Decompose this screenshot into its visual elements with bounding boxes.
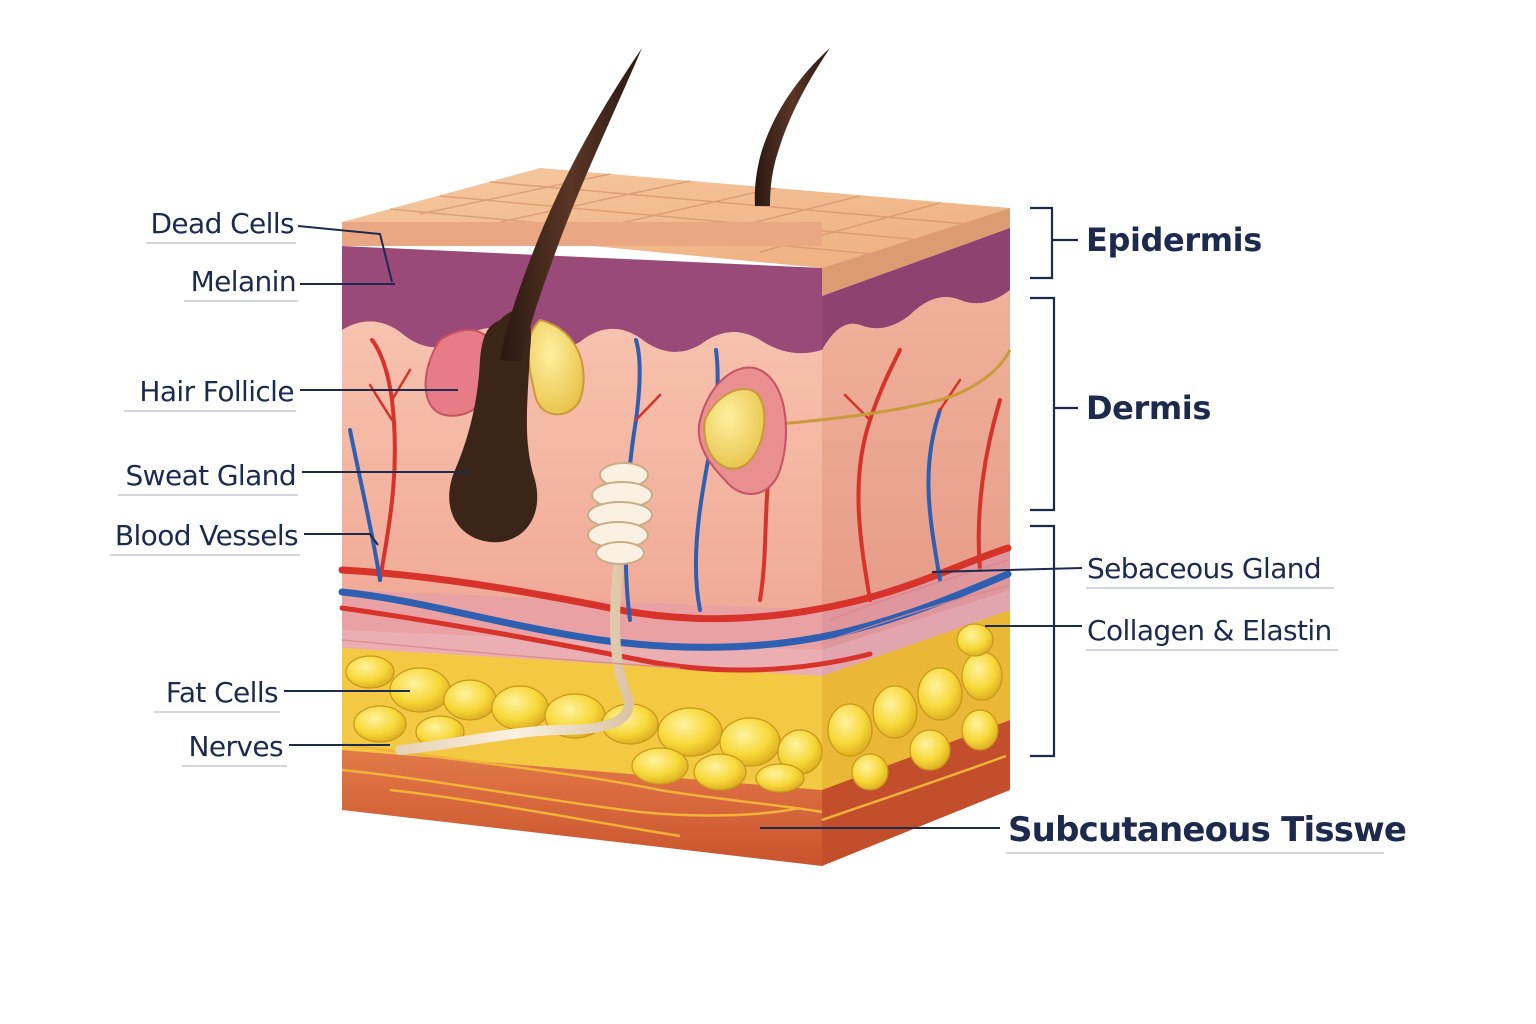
hair-follicle (449, 310, 538, 543)
nerve-fibers (341, 742, 1007, 838)
label-text: Fat Cells (166, 676, 278, 709)
layer-label-dermis: Dermis (1086, 389, 1211, 427)
label-text: Hair Follicle (139, 375, 294, 408)
sweat-gland (395, 462, 653, 755)
label-text: Blood Vessels (115, 519, 298, 552)
label-sebaceous-gland: Sebaceous Gland (931, 552, 1334, 589)
label-text: Sweat Gland (126, 459, 297, 492)
label-fat-cells: Fat Cells (154, 676, 410, 713)
subcutaneous-front (342, 750, 822, 866)
label-collagen-elastin: Collagen & Elastin (985, 614, 1338, 651)
skin-block (338, 48, 1012, 866)
fat-cells-cluster (345, 623, 1003, 793)
label-text: Dead Cells (150, 207, 294, 240)
blood-vessel-network (338, 338, 1012, 673)
epidermis-front (342, 222, 822, 246)
dermis-side (822, 290, 1010, 650)
label-sweat-gland: Sweat Gland (118, 459, 470, 496)
hair-shaft-left (500, 48, 642, 362)
subcutaneous-side (822, 720, 1010, 866)
dermal-nerve (769, 349, 1012, 427)
label-blood-vessels: Blood Vessels (110, 519, 379, 556)
label-text: Melanin (191, 265, 296, 298)
fat-layer-side (822, 610, 1010, 792)
epidermis-side (822, 208, 1010, 296)
sebaceous-gland-right (697, 366, 787, 495)
bracket-epidermis: Epidermis (1030, 206, 1262, 280)
melanin-layer (342, 246, 822, 354)
label-melanin: Melanin (184, 265, 395, 302)
label-text: Collagen & Elastin (1087, 614, 1332, 647)
layer-label-epidermis: Epidermis (1086, 221, 1262, 259)
layer-label-subcutaneous: Subcutaneous Tisswe (1008, 810, 1406, 850)
melanin-side (822, 228, 1010, 350)
bracket-subcutaneous (1030, 524, 1056, 758)
label-text: Sebaceous Gland (1087, 552, 1321, 585)
collagen-elastin-fibers (341, 559, 1009, 669)
hair-shaft-right (754, 48, 830, 206)
label-nerves: Nerves (182, 730, 390, 767)
label-subcutaneous-tissue: Subcutaneous Tisswe (760, 810, 1407, 854)
bracket-dermis: Dermis (1030, 296, 1211, 512)
label-hair-follicle: Hair Follicle (124, 375, 458, 412)
label-dead-cells: Dead Cells (146, 207, 393, 283)
label-text: Nerves (189, 730, 283, 763)
